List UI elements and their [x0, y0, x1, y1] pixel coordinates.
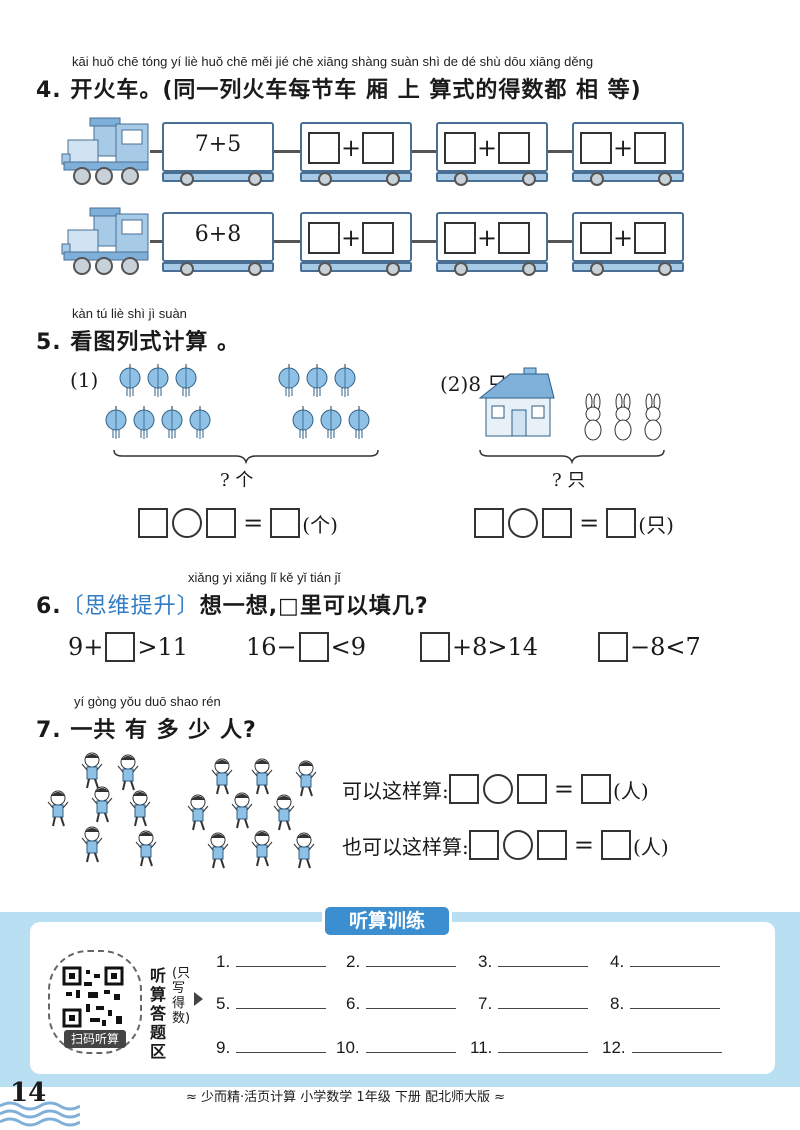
answer-box[interactable]	[516, 774, 547, 804]
q4-pinyin: kāi huǒ chē tóng yí liè huǒ chē měi jié …	[72, 54, 594, 69]
answer-box[interactable]	[308, 132, 340, 164]
listening-side-note: (只写得数)	[172, 966, 191, 1026]
answer-slot-1[interactable]: 1.	[216, 952, 327, 972]
train-car-1-4: +	[572, 122, 684, 182]
answer-box[interactable]	[270, 508, 301, 538]
answer-box[interactable]	[362, 222, 394, 254]
rabbits-icon	[584, 393, 662, 441]
q6-item-3: +8>14	[420, 632, 540, 662]
house-icon	[478, 367, 555, 437]
q6-item-1: 9+>11	[68, 632, 189, 662]
answer-box[interactable]	[634, 132, 666, 164]
answer-box[interactable]	[580, 222, 612, 254]
answer-box[interactable]	[598, 632, 628, 662]
answer-box[interactable]	[606, 508, 637, 538]
answer-box[interactable]	[601, 830, 632, 860]
q4-title: 4. 开火车。(同一列火车每节车 厢 上 算式的得数都 相 等)	[36, 78, 642, 103]
brace-icon	[113, 449, 379, 464]
arrow-right-icon	[194, 992, 203, 1006]
answer-box[interactable]	[448, 774, 479, 804]
qr-frame	[48, 950, 142, 1054]
q5-title: 5. 看图列式计算 。	[36, 330, 240, 355]
answer-slot-9[interactable]: 9.	[216, 1038, 327, 1058]
operator-circle[interactable]	[172, 508, 202, 538]
q5-part1-label: (1)	[70, 368, 99, 392]
answer-box[interactable]	[474, 508, 504, 538]
q7-equation-1: 可以这样算: = (人)	[342, 774, 649, 804]
q6-tag: 〔思维提升〕	[61, 594, 200, 619]
answer-slot-6[interactable]: 6.	[346, 994, 457, 1014]
q6-item-4: −8<7	[598, 632, 703, 662]
answer-box[interactable]	[468, 830, 499, 860]
locomotive-icon	[61, 117, 149, 185]
locomotive-icon	[61, 207, 149, 275]
footer-text: ≈ 少而精·活页计算 小学数学 1年级 下册 配北师大版 ≈	[186, 1090, 505, 1105]
answer-box[interactable]	[420, 632, 450, 662]
operator-circle[interactable]	[502, 830, 533, 860]
answer-slot-5[interactable]: 5.	[216, 994, 327, 1014]
answer-box[interactable]	[498, 222, 530, 254]
qr-caption: 扫码听算	[64, 1030, 126, 1048]
listening-panel-inner	[30, 922, 775, 1074]
answer-box[interactable]	[581, 774, 612, 804]
q6-title-row: 6.〔思维提升〕想一想,□里可以填几?	[36, 588, 429, 620]
kids-group-right	[187, 758, 317, 869]
car-expression: 7+5	[194, 132, 242, 157]
q7-equation-2: 也可以这样算: = (人)	[342, 830, 669, 860]
q5-part1-equation: = (个)	[138, 508, 338, 538]
answer-slot-12[interactable]: 12.	[602, 1038, 722, 1058]
listening-header: 听算训练	[322, 904, 452, 938]
kids-group-left	[47, 752, 157, 867]
answer-box[interactable]	[362, 132, 394, 164]
train-car-1-2: +	[300, 122, 412, 182]
answer-slot-8[interactable]: 8.	[610, 994, 721, 1014]
train-car-2-4: +	[572, 212, 684, 272]
q5-part2-question: ? 只	[552, 470, 586, 491]
q7-pinyin: yí gòng yǒu duō shao rén	[74, 694, 221, 709]
answer-box[interactable]	[580, 132, 612, 164]
q5-pinyin: kàn tú liè shì jì suàn	[72, 306, 187, 321]
q5-part2-equation: = (只)	[474, 508, 674, 538]
answer-box[interactable]	[308, 222, 340, 254]
answer-slot-4[interactable]: 4.	[610, 952, 721, 972]
listening-side-title: 听算答题区	[150, 966, 167, 1061]
lantern-group-left	[105, 363, 211, 440]
answer-slot-11[interactable]: 11.	[470, 1038, 589, 1058]
answer-box[interactable]	[498, 132, 530, 164]
brace-icon	[479, 449, 665, 464]
train-car-2-1: 6+8	[162, 212, 274, 272]
q6-number: 6.	[36, 594, 62, 619]
answer-slot-3[interactable]: 3.	[478, 952, 589, 972]
answer-box[interactable]	[542, 508, 572, 538]
q5-part1-question: ? 个	[220, 470, 254, 491]
q6-pinyin: xiǎng yi xiǎng lǐ kě yǐ tián jǐ	[188, 570, 341, 585]
answer-box[interactable]	[536, 830, 567, 860]
wave-decoration-icon	[0, 1101, 80, 1127]
answer-box[interactable]	[444, 132, 476, 164]
q7-title: 7. 一共 有 多 少 人?	[36, 718, 257, 743]
q6-item-2: 16−<9	[246, 632, 367, 662]
train-car-2-2: +	[300, 212, 412, 272]
car-expression: 6+8	[194, 222, 242, 247]
answer-box[interactable]	[138, 508, 168, 538]
answer-box[interactable]	[105, 632, 136, 662]
answer-slot-10[interactable]: 10.	[336, 1038, 456, 1058]
answer-box[interactable]	[298, 632, 329, 662]
qr-code-icon[interactable]	[62, 966, 124, 1028]
train-car-1-1: 7+5	[162, 122, 274, 182]
answer-box[interactable]	[206, 508, 236, 538]
answer-box[interactable]	[634, 222, 666, 254]
q6-title: 想一想,□里可以填几?	[199, 594, 429, 619]
operator-circle[interactable]	[508, 508, 538, 538]
footer-bar	[0, 1087, 800, 1130]
operator-circle[interactable]	[482, 774, 513, 804]
train-car-2-3: +	[436, 212, 548, 272]
train-car-1-3: +	[436, 122, 548, 182]
answer-slot-2[interactable]: 2.	[346, 952, 457, 972]
answer-slot-7[interactable]: 7.	[478, 994, 589, 1014]
answer-box[interactable]	[444, 222, 476, 254]
lantern-group-right	[278, 363, 370, 440]
